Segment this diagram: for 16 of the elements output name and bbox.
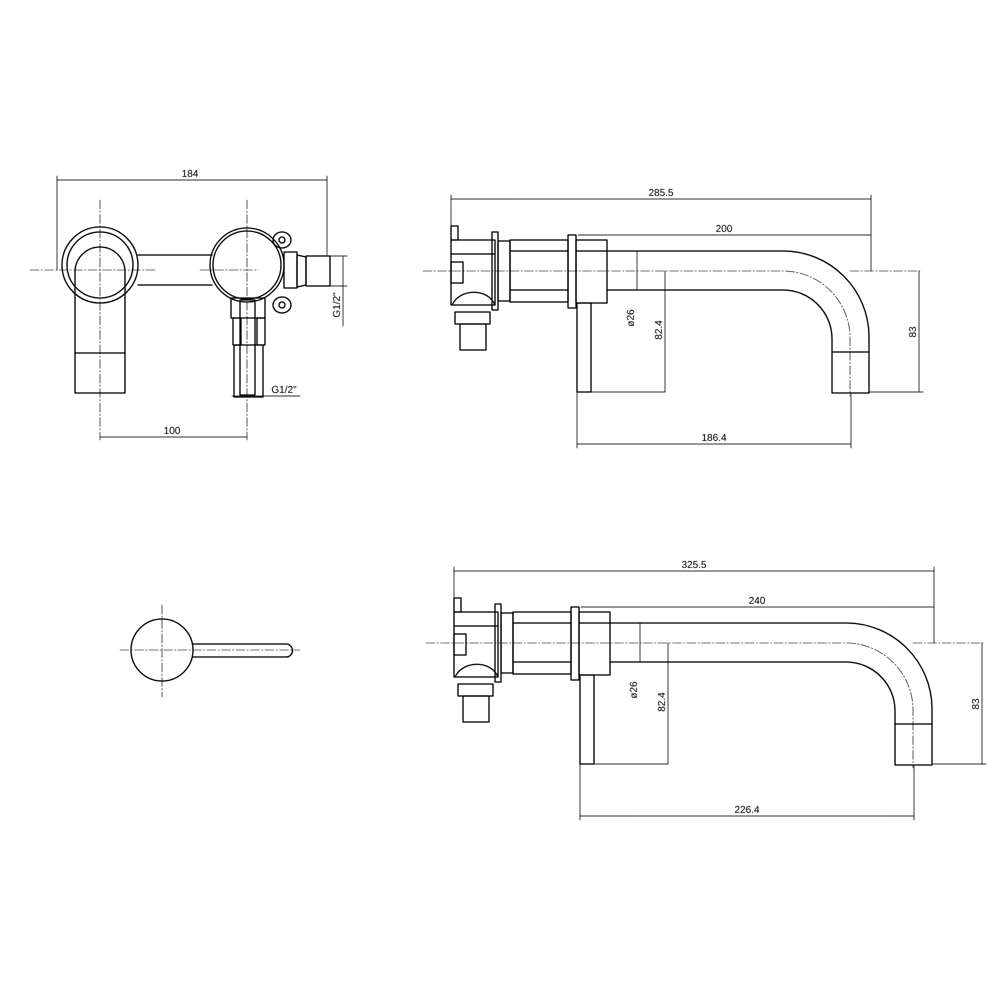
dimension-label: 200 [716, 224, 732, 232]
dimension-label: 186.4 [702, 434, 726, 441]
dimension-label: 100 [164, 426, 180, 434]
dimension-label: 184 [182, 170, 198, 177]
dimension-label: 285.5 [649, 188, 674, 196]
dimension-label: 226.4 [735, 806, 760, 813]
dimension-label: 83 [972, 698, 979, 710]
dimension-label: ø26 [630, 682, 638, 698]
dimension-label: 82.4 [654, 320, 662, 340]
dimension-label: 325.5 [682, 560, 706, 568]
dimension-label: ø26 [626, 310, 634, 326]
dimension-label: 83 [908, 326, 916, 338]
dimension-label: G1/2" [332, 292, 340, 318]
dimension-label: 82.4 [658, 692, 665, 712]
dimension-label: 240 [749, 596, 765, 604]
dimension-label: G1/2" [272, 386, 296, 393]
